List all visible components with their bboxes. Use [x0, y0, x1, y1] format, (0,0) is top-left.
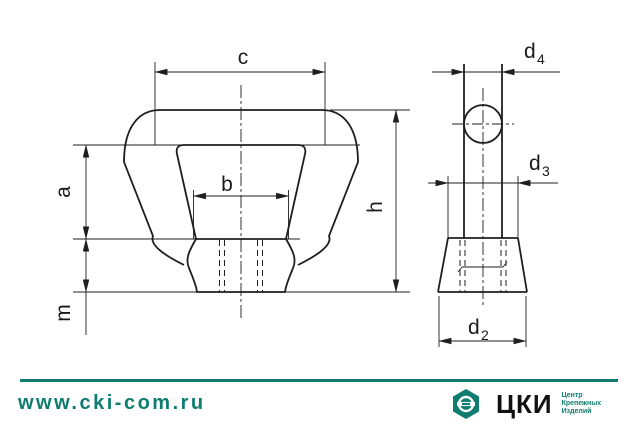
side-cone-base [437, 237, 528, 293]
dimension-m [73, 238, 410, 335]
side-view: d 4 d 3 d 2 [428, 40, 560, 347]
side-thread-depth-line [457, 261, 508, 273]
dimension-label-c: c [238, 46, 249, 69]
dimension-label-b: b [221, 173, 233, 196]
hex-nut-logo-icon [453, 389, 479, 419]
dimension-label-a: a [52, 186, 75, 198]
dimension-label-d3-base: d [529, 152, 541, 175]
dimension-label-d2-sub: 2 [481, 327, 489, 343]
dimension-label-d4-sub: 4 [537, 51, 545, 67]
dimension-a [73, 144, 360, 240]
side-hidden-thread-lines [459, 240, 507, 292]
dimension-d2 [438, 296, 527, 347]
footer-divider [20, 379, 618, 382]
dimension-label-d2-base: d [468, 316, 480, 339]
dimension-b [192, 190, 290, 239]
front-hidden-thread-lines [219, 240, 263, 292]
company-tagline: Центр Крепежных Изделий [562, 392, 602, 417]
dimension-d3 [428, 176, 558, 238]
dimension-label-h: h [364, 201, 387, 213]
company-logo: ЦКИ Центр Крепежных Изделий [452, 387, 601, 421]
front-view: c a m b [52, 46, 410, 335]
dimension-label-d3-sub: 3 [542, 163, 550, 179]
dimension-c [154, 62, 326, 145]
tagline-line-2: Крепежных [561, 399, 602, 407]
technical-drawing: c a m b [52, 40, 560, 347]
dimension-label-d4-base: d [524, 40, 536, 63]
tagline-line-1: Центр [561, 391, 583, 399]
front-outer-contour [123, 109, 359, 266]
dimension-h [330, 109, 410, 293]
tagline-line-3: Изделий [561, 408, 592, 416]
website-url: www.cki-com.ru [18, 392, 206, 414]
dimension-label-m: m [52, 304, 75, 322]
company-abbreviation: ЦКИ [496, 389, 553, 419]
